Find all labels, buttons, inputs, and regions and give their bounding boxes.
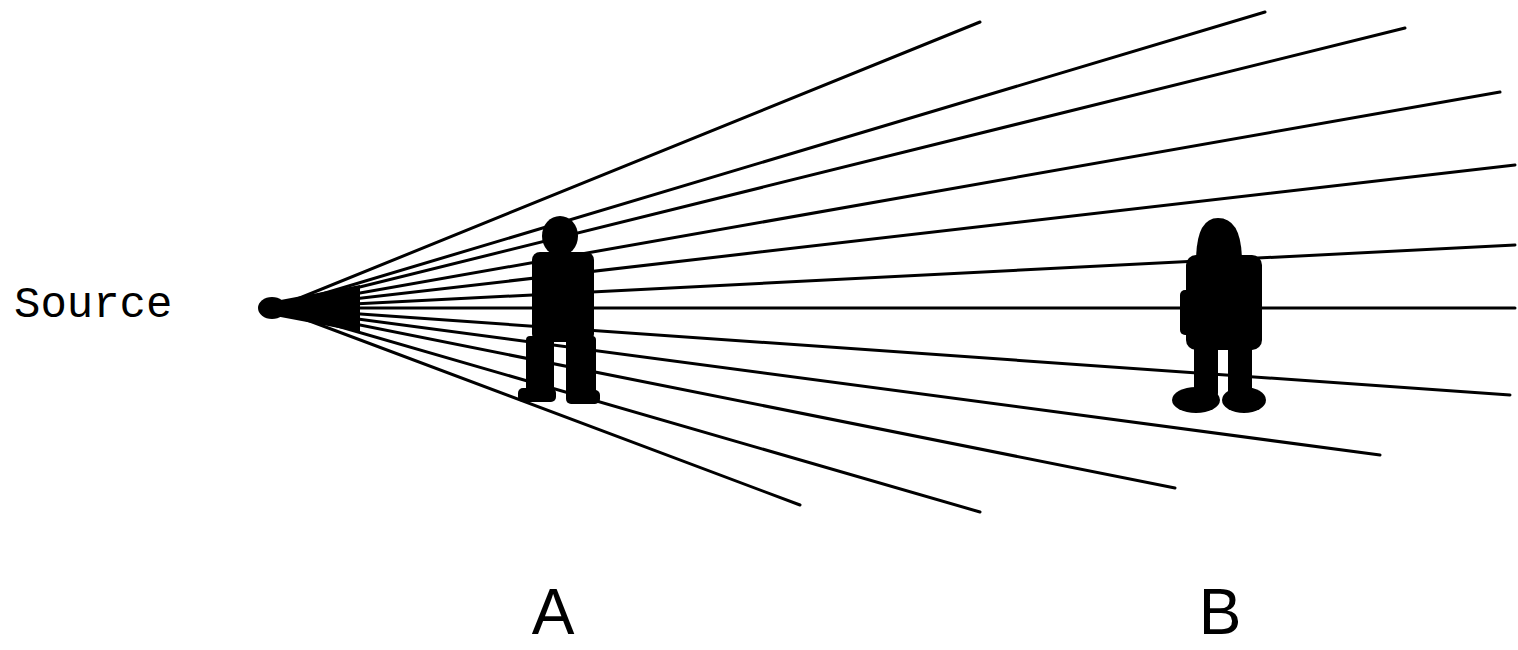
figure-a (518, 216, 600, 404)
figure-label: B (1199, 580, 1242, 644)
source-point (258, 285, 360, 332)
source-label: Source (14, 283, 172, 327)
figure-label: A (532, 580, 575, 644)
light-rays (275, 12, 1515, 512)
figure-b (1172, 218, 1266, 413)
